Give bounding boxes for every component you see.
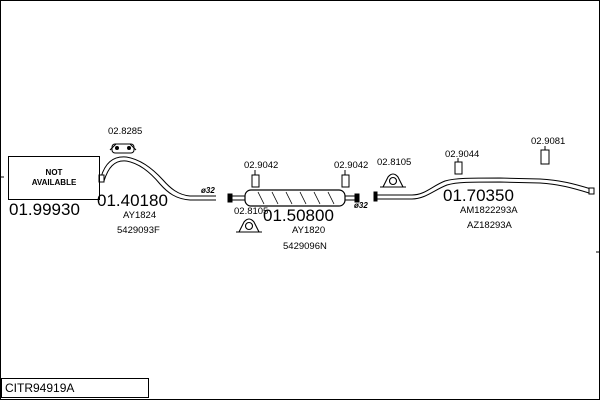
- accessory-number[interactable]: 02.8105: [377, 157, 412, 168]
- diameter-label: ø32: [201, 186, 215, 195]
- accessory-number[interactable]: 02.9042: [244, 160, 279, 171]
- clamp-icon: [380, 173, 406, 188]
- rear-silencer: [373, 177, 595, 202]
- part-ref: AZ18293A: [467, 220, 512, 231]
- diameter-label: ø32: [354, 201, 368, 210]
- front-pipe: [98, 156, 216, 201]
- clamp-icon: [236, 218, 262, 233]
- not-available-box: NOT AVAILABLE: [8, 156, 100, 200]
- part-ref: 5429093F: [117, 225, 160, 236]
- accessory-number[interactable]: 02.9042: [334, 160, 369, 171]
- diagram-code-box: CITR94919A: [1, 378, 149, 398]
- part-number[interactable]: 01.70350: [443, 186, 514, 205]
- part-ref: AY1824: [123, 210, 157, 221]
- not-available-line1: NOT: [45, 168, 63, 177]
- accessory-number[interactable]: 02.8105: [234, 206, 269, 217]
- diagram-code: CITR94919A: [5, 381, 75, 395]
- part-number[interactable]: 01.40180: [97, 191, 168, 210]
- part-number[interactable]: 01.50800: [263, 206, 334, 225]
- part-ref: AY1820: [292, 225, 326, 236]
- part-ref: 5429096N: [283, 241, 327, 252]
- rubber-mount-icon: [251, 146, 550, 188]
- accessory-number[interactable]: 02.9081: [531, 136, 566, 147]
- accessory-number[interactable]: 02.9044: [445, 149, 480, 160]
- middle-silencer: [227, 189, 360, 207]
- accessory-number[interactable]: 02.8285: [108, 126, 143, 137]
- clamp-icon: [109, 143, 137, 154]
- part-number[interactable]: 01.99930: [9, 200, 80, 219]
- not-available-line2: AVAILABLE: [31, 178, 77, 187]
- part-ref: AM1822293A: [460, 205, 518, 216]
